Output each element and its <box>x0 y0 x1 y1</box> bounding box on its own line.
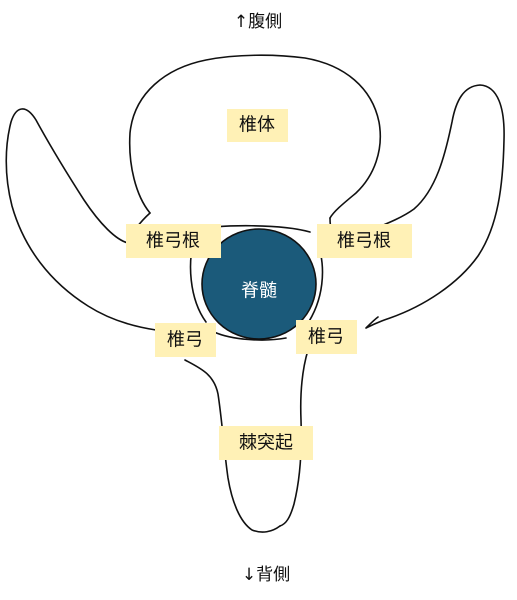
spinal-cord-circle <box>201 228 317 340</box>
ventral-direction-label: ↑腹側 <box>234 12 282 32</box>
spinal-cord-label: 脊髄 <box>241 281 277 302</box>
right-pedicle-label: 椎弓根 <box>337 231 391 252</box>
vertebral-body-outline <box>128 54 382 219</box>
dorsal-direction-label: ↓背側 <box>242 565 290 585</box>
right-transverse-process-outline <box>329 84 505 329</box>
spinous-process-label: 棘突起 <box>239 433 293 454</box>
left-lamina-label-box <box>155 323 216 357</box>
left-pedicle-label-box <box>126 224 221 258</box>
spinous-process-label-box <box>219 426 313 460</box>
right-lamina-label-box <box>296 320 357 354</box>
spinal-canal-lower-outline <box>213 331 287 341</box>
vertebral-body-label: 椎体 <box>239 115 275 136</box>
left-pedicle-label: 椎弓根 <box>146 231 200 252</box>
left-lamina-label: 椎弓 <box>167 330 203 351</box>
left-lamina-outline <box>184 359 281 533</box>
right-pedicle-label-box <box>317 224 412 258</box>
left-transverse-process-outline <box>5 108 157 331</box>
vertebral-body-label-box <box>227 109 288 142</box>
right-lamina-label: 椎弓 <box>308 327 344 348</box>
